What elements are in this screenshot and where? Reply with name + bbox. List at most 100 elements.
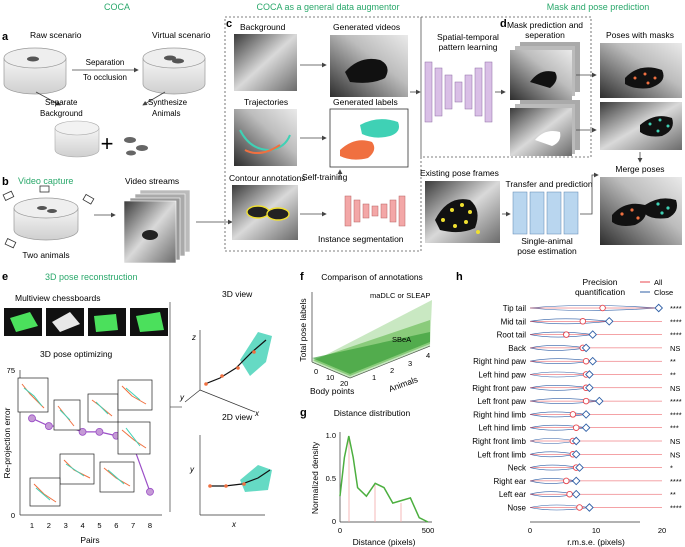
label-pose-estimation: pose estimation xyxy=(517,246,577,256)
pose-dots-2 xyxy=(648,118,670,133)
f-xtick-10: 10 xyxy=(326,373,334,382)
h-row-label: Right front paw xyxy=(472,384,526,393)
h-marker-close xyxy=(585,370,594,379)
generated-labels-box xyxy=(329,108,409,168)
h-significance: ** xyxy=(670,371,676,380)
h-row-label: Right front limb xyxy=(472,437,526,446)
mask-stack-bottom xyxy=(510,100,580,156)
g-ytick-05: 0.5 xyxy=(326,474,336,483)
e-inset-boxes xyxy=(17,377,153,507)
e-xtick: 1 xyxy=(30,521,34,530)
merged-dots xyxy=(620,202,670,220)
panel-letter-a: a xyxy=(2,31,9,43)
panel-letter-b: b xyxy=(2,176,9,188)
g-title: Distance distribution xyxy=(334,408,411,418)
e-xtick: 2 xyxy=(47,521,51,530)
label-multiview: Multiview chessboards xyxy=(15,293,101,303)
g-chart: Normalized density Distance (pixels) 1.0… xyxy=(310,431,434,547)
h-row-label: Root tail xyxy=(497,331,527,340)
e-inset-skeletons xyxy=(21,383,147,503)
panel-letter-e: e xyxy=(2,271,8,283)
h-row-label: Tip tail xyxy=(503,304,526,313)
g-density-line xyxy=(339,435,429,523)
f-surface: maDLC or SLEAP SBeA Total pose labels Bo… xyxy=(298,291,432,396)
label-video-streams: Video streams xyxy=(125,176,179,186)
f-xtick-20: 20 xyxy=(340,379,348,388)
h-row-label: Neck xyxy=(508,464,527,473)
e-3d-view: z y x xyxy=(179,330,272,418)
e-ytick-top: 75 xyxy=(7,366,15,375)
header-augmentor: COCA as a general data augmentor xyxy=(256,2,399,12)
h-significance: NS xyxy=(670,344,680,353)
h-row-label: Left front limb xyxy=(478,450,527,459)
h-significance: ** xyxy=(670,357,676,366)
label-spatial-temporal: Spatial-temporal xyxy=(437,32,499,42)
h-significance: **** xyxy=(670,410,682,419)
contour-mouse-2 xyxy=(266,207,290,221)
g-pink-markers xyxy=(348,436,402,522)
trajectory-orange xyxy=(244,144,281,155)
h-significance: *** xyxy=(670,424,679,433)
f-title: Comparison of annotations xyxy=(321,272,423,282)
e-xtick: 6 xyxy=(114,521,118,530)
h-marker-close xyxy=(654,303,664,313)
label-raw-scenario: Raw scenario xyxy=(30,30,82,40)
h-row-label: Left ear xyxy=(499,490,526,499)
label-mask-prediction: Mask prediction and xyxy=(507,20,583,30)
h-row-label: Right hind limb xyxy=(473,410,526,419)
panel-c-frame xyxy=(224,16,422,252)
mask-stack-top xyxy=(510,42,580,100)
e-xtick: 4 xyxy=(80,521,84,530)
h-marker-close xyxy=(604,316,614,326)
e-xtick: 8 xyxy=(148,521,152,530)
instance-seg-network xyxy=(344,195,406,227)
f-ztick-1: 1 xyxy=(372,373,376,382)
spatiotemporal-network xyxy=(424,61,493,123)
e-2d-view: y x xyxy=(189,435,272,529)
e-3d-axis-y: y xyxy=(179,393,185,402)
panel-c-frame-2 xyxy=(420,16,592,158)
f-xlabel: Body points xyxy=(310,386,354,396)
h-row-label: Right ear xyxy=(494,477,527,486)
h-significance: **** xyxy=(670,397,682,406)
header-coca: COCA xyxy=(104,2,130,12)
h-marker-close xyxy=(594,396,604,406)
h-marker-all xyxy=(576,504,583,511)
h-marker-close xyxy=(585,383,594,393)
label-poses-masks: Poses with masks xyxy=(606,30,674,40)
background-photo xyxy=(234,34,297,91)
h-significance: NS xyxy=(670,450,680,459)
label-separate: Separate xyxy=(45,98,78,107)
label-separation: Separation xyxy=(86,58,125,67)
h-row-label: Mid tail xyxy=(501,317,527,326)
h-marker-close xyxy=(581,410,591,419)
existing-dots xyxy=(441,203,480,234)
mice-icons xyxy=(124,137,148,156)
e-bracket xyxy=(169,302,182,512)
label-seperation: seperation xyxy=(525,30,565,40)
label-existing-frames: Existing pose frames xyxy=(420,168,499,178)
e-point xyxy=(28,414,36,423)
raw-arena xyxy=(3,47,67,95)
f-ztick-4: 4 xyxy=(426,351,430,360)
h-significance: **** xyxy=(670,317,682,326)
e-point xyxy=(78,427,87,436)
g-ylabel: Normalized density xyxy=(310,441,320,514)
e-xtick: 7 xyxy=(131,521,135,530)
label-virtual-scenario: Virtual scenario xyxy=(152,30,211,40)
h-marker-all xyxy=(569,411,577,418)
panel-letter-d: d xyxy=(500,18,507,30)
h-marker-close xyxy=(588,330,598,339)
e-point xyxy=(95,427,104,436)
h-marker-all xyxy=(563,477,570,485)
h-marker-close xyxy=(571,489,581,499)
h-marker-all xyxy=(572,424,580,431)
h-significance: **** xyxy=(670,477,682,486)
label-background: Background xyxy=(40,109,83,118)
header-mask-pose: Mask and pose prediction xyxy=(547,2,650,12)
contour-mouse-1 xyxy=(246,205,270,219)
h-marker-close xyxy=(585,503,594,512)
label-animals: Animals xyxy=(152,109,180,118)
g-xtick-500: 500 xyxy=(422,526,435,535)
f-label-top: maDLC or SLEAP xyxy=(370,291,430,300)
